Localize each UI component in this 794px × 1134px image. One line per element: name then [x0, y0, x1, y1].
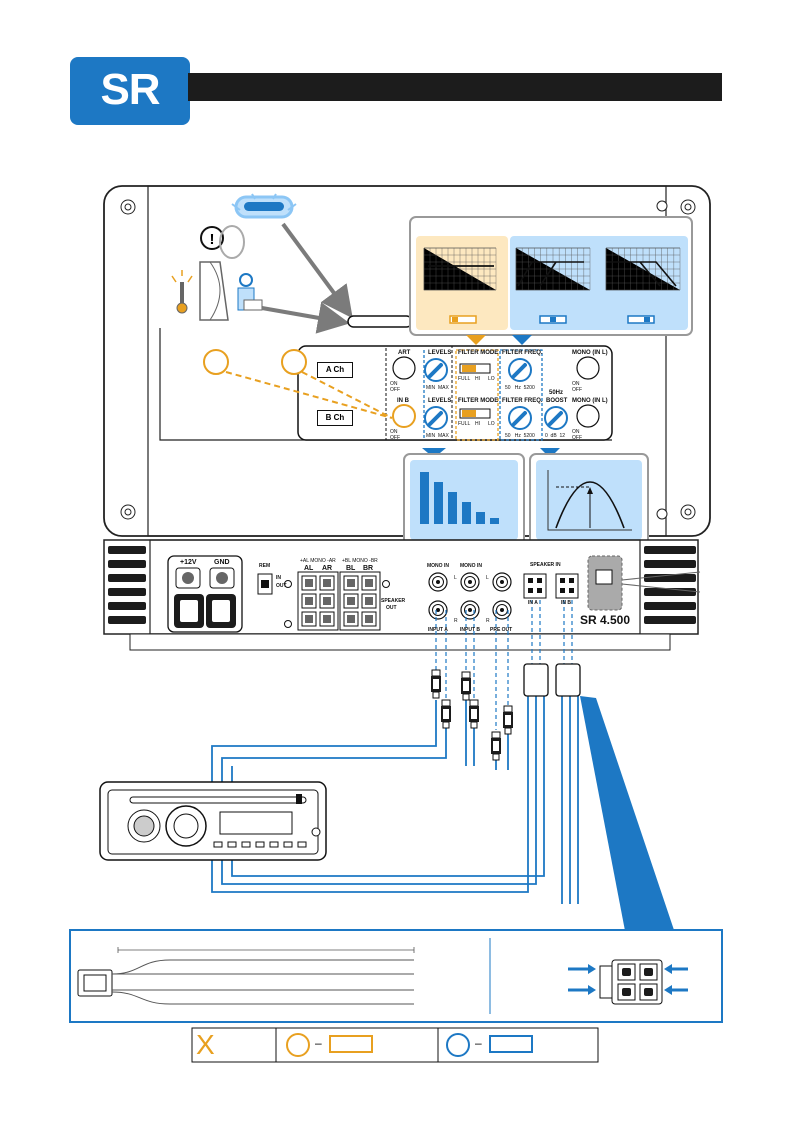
legend-cross: X [196, 1029, 215, 1060]
art-label: ART [398, 350, 411, 356]
channel-a-label: A Ch [317, 362, 353, 378]
r-label-1: R [454, 618, 458, 624]
mode-b-hi: HI [475, 421, 480, 427]
boost-range: 0 dB 12 [545, 433, 566, 439]
inb-on: ON [390, 429, 398, 435]
mode-a-hi: HI [475, 376, 480, 382]
in-a-label: IN A [528, 600, 538, 606]
levels-label-a: LEVELS [428, 350, 452, 356]
freq-a-range: 50 Hz 5200 [505, 385, 535, 391]
levels-b-min: MIN [426, 433, 436, 439]
head-unit [99, 781, 327, 861]
mono-b-off: OFF [572, 435, 582, 441]
protection-icon [231, 193, 297, 219]
br-label: BR [363, 565, 374, 572]
pre-out-label: PRE OUT [490, 627, 513, 633]
mono-in-label-2: MONO IN [460, 563, 482, 569]
mono-a-off: OFF [572, 387, 582, 393]
plus12v-label: +12V [180, 559, 197, 566]
rem-out-label: OUT [276, 583, 287, 589]
in-b-label: IN B [561, 600, 571, 606]
l-label-2: L [486, 575, 489, 581]
mode-a-full: FULL [458, 376, 471, 382]
control-panel [297, 345, 613, 441]
boost-label: BOOST [546, 398, 568, 404]
boost-top-label: 50Hz [549, 390, 564, 396]
art-off: OFF [390, 387, 400, 393]
speaker-in-label: SPEAKER IN [530, 562, 561, 568]
svg-text:!: ! [210, 231, 215, 248]
control-knob [576, 404, 600, 428]
control-knob [392, 404, 416, 428]
mono-a-on: ON [572, 381, 580, 387]
filter-freq-label-a: FILTER FREQ. [502, 350, 543, 356]
mono-label-a: MONO (IN L) [572, 350, 608, 356]
filter-mode-label-b: FILTER MODE [458, 398, 499, 404]
orange-marker-1 [203, 349, 229, 375]
levels-a-max: MAX [438, 385, 449, 391]
mono-label-b: MONO (IN L) [572, 398, 608, 404]
brand-logo: SR [70, 57, 190, 125]
mono-in-label-1: MONO IN [427, 563, 449, 569]
freq-b-range: 50 Hz 5200 [505, 433, 535, 439]
control-knob [392, 356, 416, 380]
thermometer-icon [171, 270, 193, 314]
model-label: SR 4.500 [580, 613, 631, 627]
speaker-service-icon [199, 261, 263, 321]
speaker-out-label: OUT [386, 605, 397, 611]
mode-a-lo: LO [488, 376, 495, 382]
al-mono-ar-label: +AL MONO -AR [300, 558, 336, 564]
bl-label: BL [346, 565, 356, 572]
art-on: ON [390, 381, 398, 387]
legend-dash-2: – [475, 1036, 482, 1050]
legend-dash-1: – [315, 1036, 322, 1050]
input-b-label: INPUT B [460, 627, 480, 633]
l-label-1: L [454, 575, 457, 581]
mono-b-on: ON [572, 429, 580, 435]
ar-label: AR [322, 565, 333, 572]
inb-label: IN B [397, 398, 409, 404]
header-bar [188, 73, 722, 101]
channel-b-label: B Ch [317, 410, 353, 426]
speaker-label: SPEAKER [381, 598, 406, 604]
filter-mode-label-a: FILTER MODE [458, 350, 499, 356]
gnd-label: GND [214, 559, 230, 566]
mode-b-lo: LO [488, 421, 495, 427]
logo-text: SR [100, 65, 160, 114]
rem-in-label: IN [276, 575, 281, 581]
warning-icon: ! [200, 225, 245, 259]
hi-lo-response [510, 236, 688, 330]
rem-label: REM [259, 563, 271, 569]
legend [191, 1027, 599, 1063]
control-knob [576, 356, 600, 380]
inb-off: OFF [390, 435, 400, 441]
protection-led [347, 315, 413, 328]
al-label: AL [304, 565, 314, 572]
levels-a-min: MIN [426, 385, 436, 391]
filter-freq-label-b: FILTER FREQ. [502, 398, 543, 404]
bl-mono-br-label: +BL MONO -BR [342, 558, 378, 564]
orange-marker-2 [281, 349, 307, 375]
r-label-2: R [486, 618, 490, 624]
levels-label-b: LEVELS [428, 398, 452, 404]
mode-b-full: FULL [458, 421, 471, 427]
levels-b-max: MAX [438, 433, 449, 439]
input-a-label: INPUT A [428, 627, 448, 633]
